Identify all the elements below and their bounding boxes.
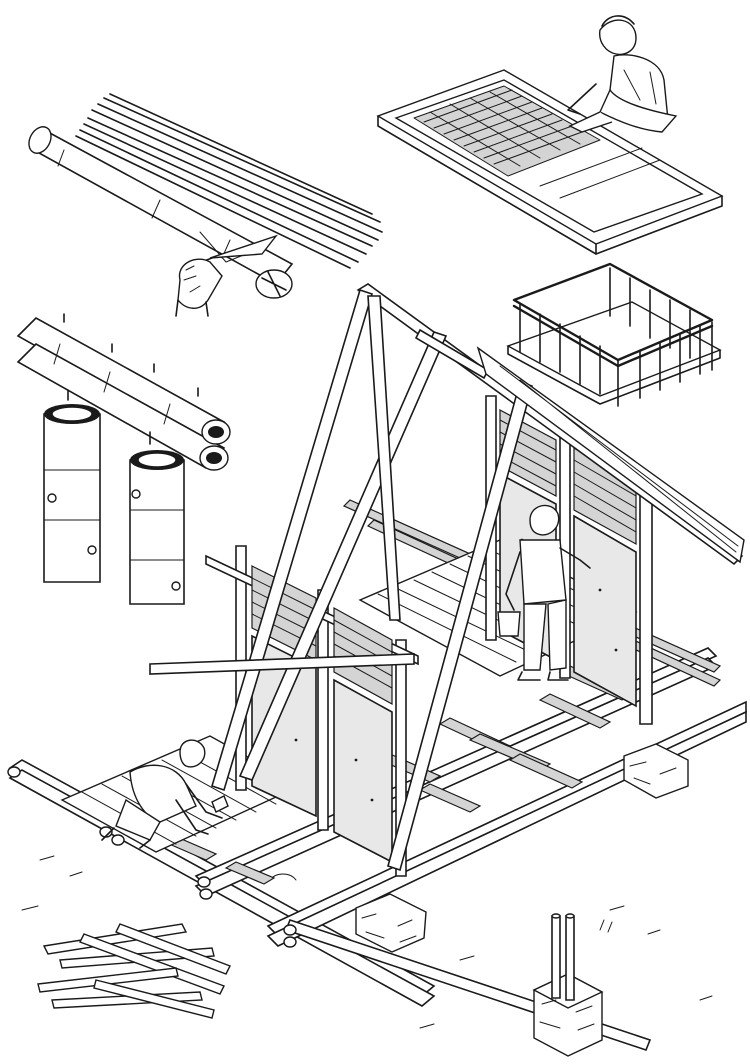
bamboo-end-caps [7,766,297,948]
woven-bamboo-mat [413,85,601,177]
box-frame-posts [519,267,713,407]
plank-pile [37,923,231,1019]
bamboo-splitting-detail [28,93,383,317]
roof-purlins [149,328,490,675]
roof-panel-edge [476,346,745,564]
plastering-worker [497,504,591,681]
footing-front [355,893,427,953]
bamboo-box-frame-detail [506,262,722,407]
front-wall-plaster-panels [251,634,393,864]
roof-structure [149,283,745,872]
wooden-frame [376,69,724,255]
weaving-frame-detail [376,15,724,255]
bamboo-column-right [129,450,185,605]
footing-new [532,913,604,1057]
joint-bolts [63,313,199,445]
bamboo-strip-bundle [75,93,383,269]
footing-rear [623,743,689,799]
bamboo-pole [28,126,294,286]
crouching-weaver-figure [567,15,678,133]
double-bamboo-beam [16,317,231,471]
flooring-worker [101,739,229,849]
bamboo-column-left [43,404,101,583]
ground-marks [21,855,713,1029]
stone-footings [355,743,689,1057]
hand-holding-knife [175,258,223,317]
split-pole-end [255,269,293,299]
bamboo-joint-detail [16,313,231,605]
